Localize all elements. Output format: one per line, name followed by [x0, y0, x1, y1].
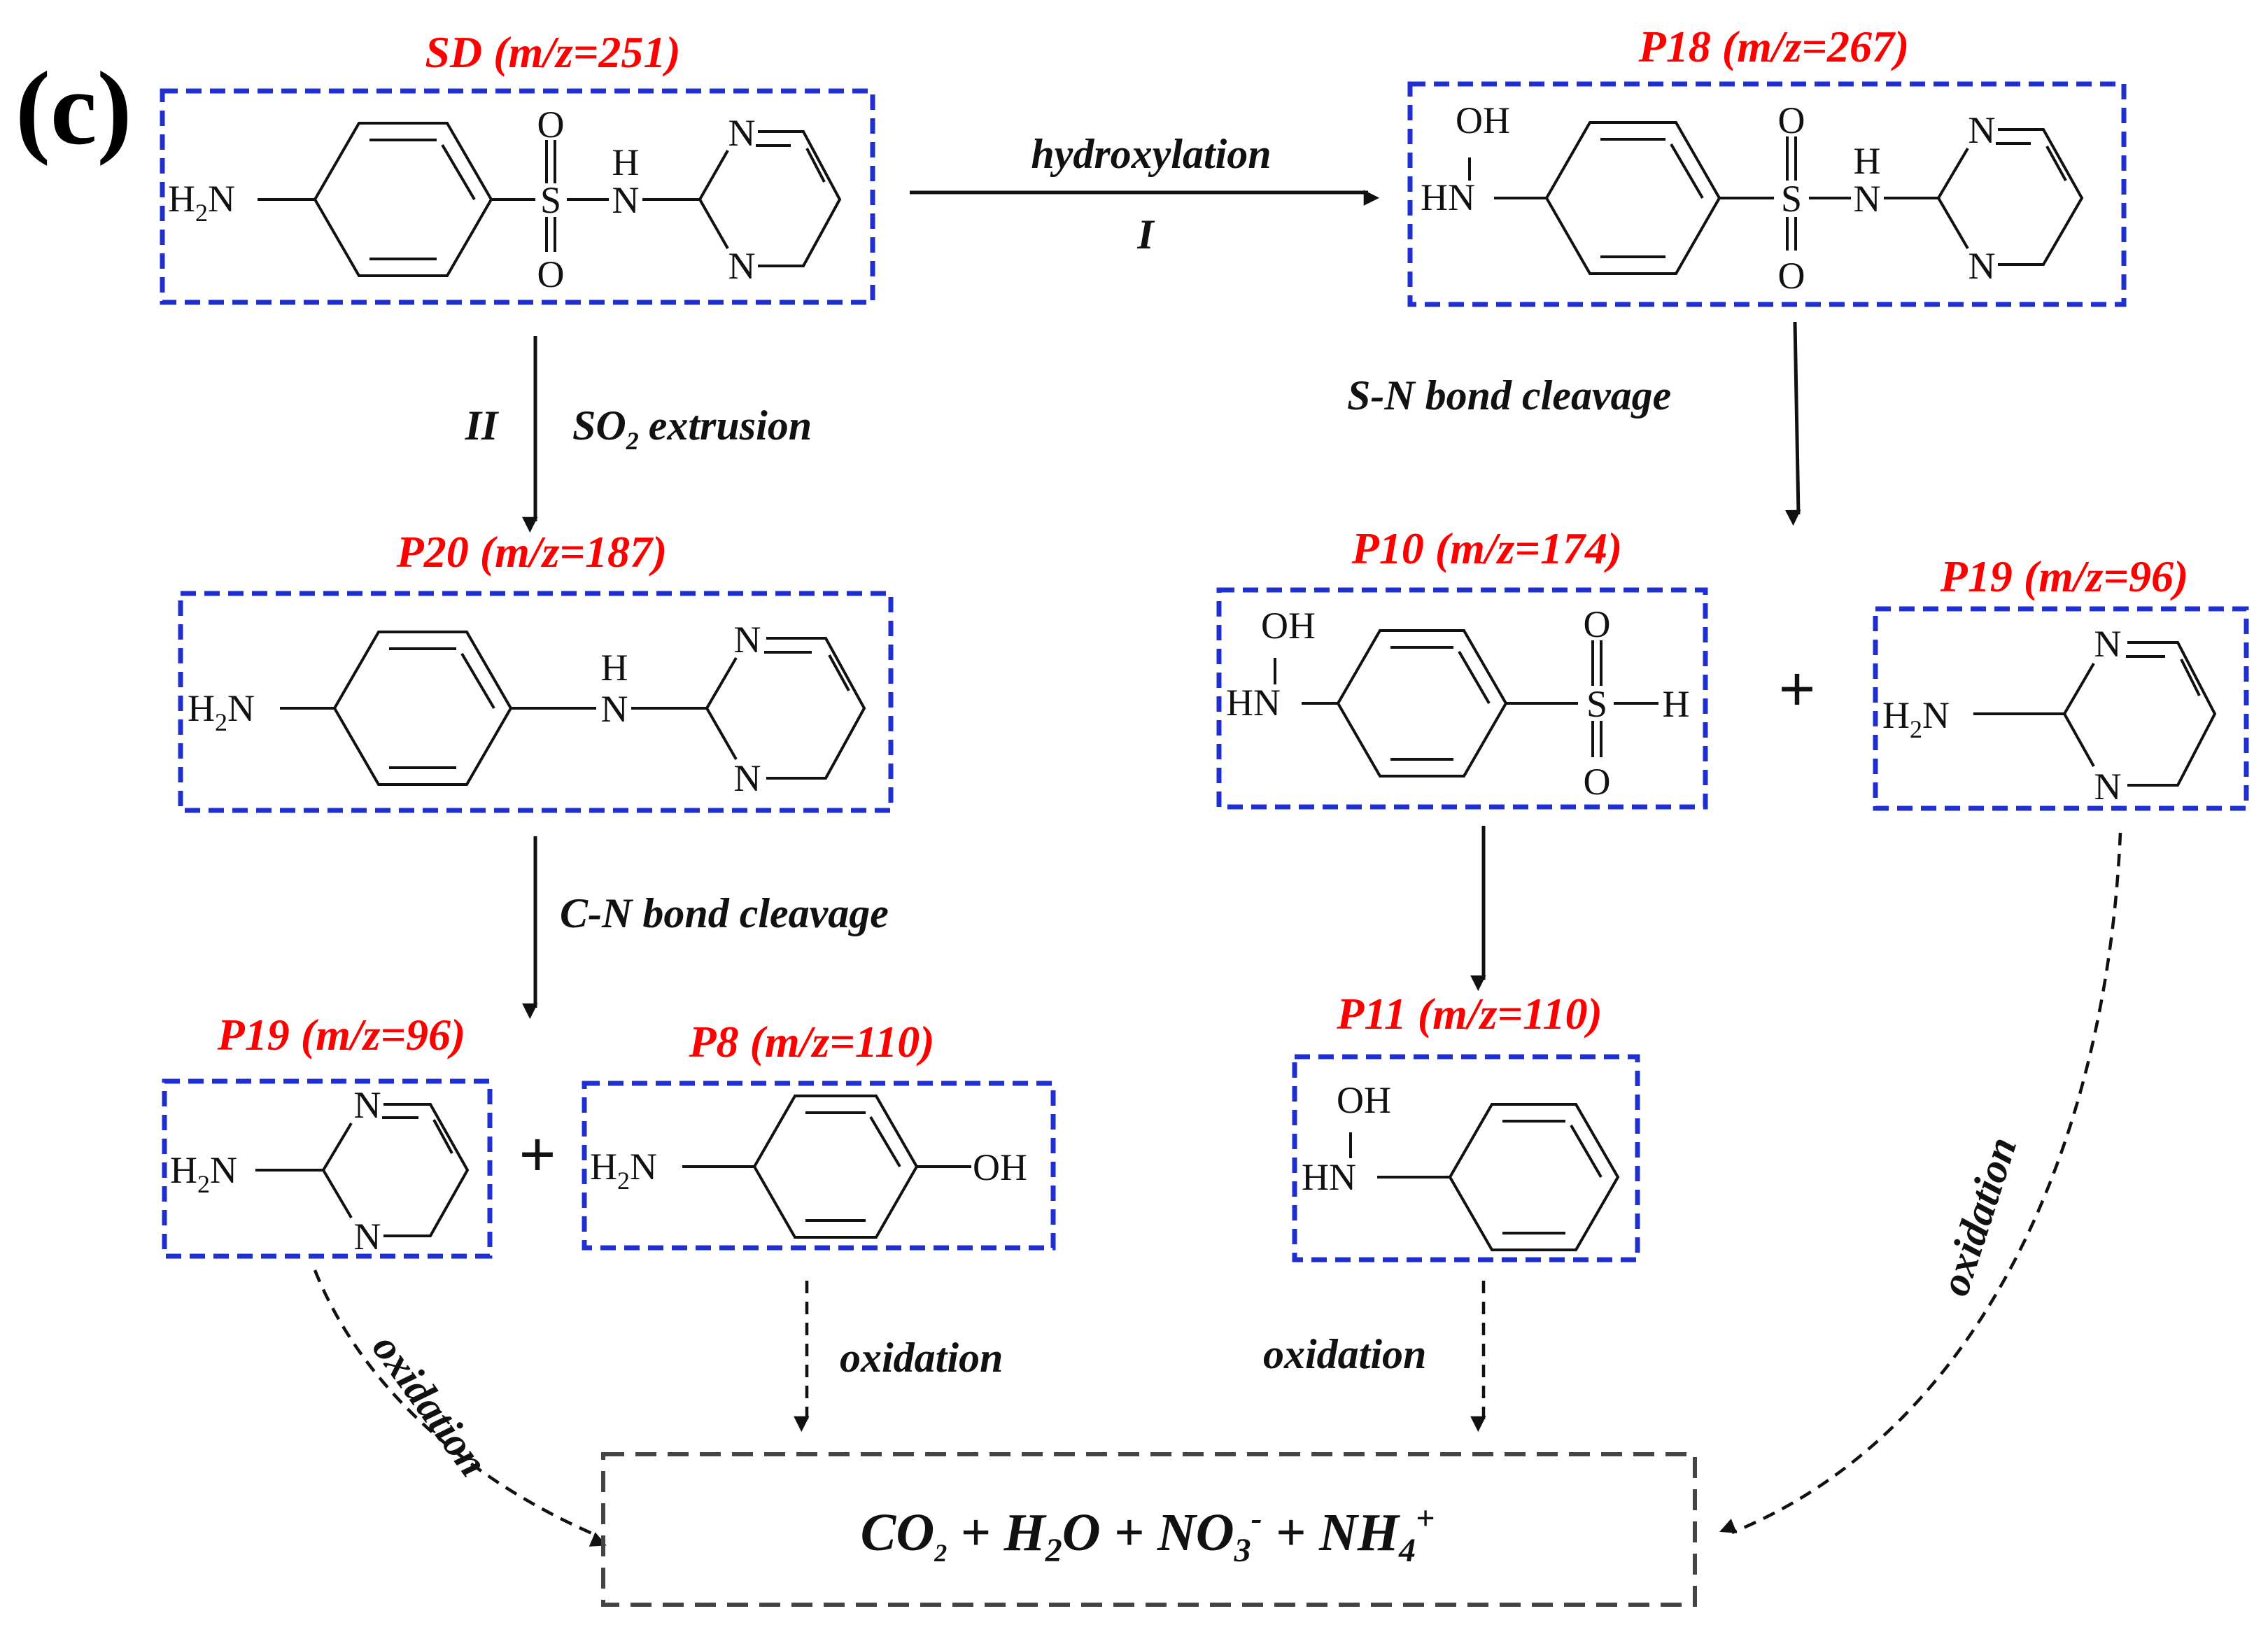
nitrogen-atom: N	[1968, 109, 1996, 151]
atom-label: H2N	[1882, 694, 1950, 743]
oxygen-atom: O	[537, 253, 565, 295]
compound-p20: P20 (m/z=187) H2N N H N N	[178, 527, 894, 813]
compound-box-p19-left	[162, 1078, 493, 1259]
step-label-sn-cleavage: S-N bond cleavage	[1347, 372, 1671, 418]
compound-p11: P11 (m/z=110) HN OH	[1292, 989, 1640, 1262]
compound-label-p8: P8 (m/z=110)	[688, 1017, 934, 1067]
nitrogen-atom: N	[601, 688, 628, 730]
compound-label-p10: P10 (m/z=174)	[1351, 523, 1623, 573]
benzene-ring	[752, 1095, 919, 1239]
pyrimidine-ring	[698, 130, 842, 267]
atom-label: H2N	[590, 1146, 657, 1195]
oxygen-atom: O	[1778, 99, 1805, 141]
sulfur-atom: S	[1586, 683, 1607, 725]
compound-label-p11: P11 (m/z=110)	[1336, 989, 1603, 1039]
step-label-cn-cleavage: C-N bond cleavage	[560, 890, 889, 936]
compound-p18: P18 (m/z=267) HN OH S O O N H N N	[1407, 22, 2127, 307]
oxygen-atom: O	[1778, 255, 1805, 297]
plus-sign: +	[1779, 654, 1816, 724]
compound-box-p20	[178, 591, 894, 813]
step-label-oxidation: oxidation	[1931, 1132, 2026, 1301]
compound-box-p10	[1216, 587, 1708, 810]
atom-label: OH	[1261, 605, 1316, 647]
atom-label: H2N	[170, 1149, 237, 1198]
benzene-ring	[1544, 121, 1721, 275]
route-label-i: I	[1136, 211, 1155, 258]
compound-label-sd: SD (m/z=251)	[425, 27, 680, 77]
atom-label: H2N	[188, 687, 255, 736]
oxygen-atom: O	[1584, 761, 1611, 803]
compound-p19-right: P19 (m/z=96) H2N N N	[1873, 551, 2249, 811]
atom-label: OH	[1337, 1079, 1391, 1121]
nitrogen-atom: N	[728, 112, 756, 154]
arrow-oxidation-p19-right	[1719, 832, 2122, 1535]
pyrimidine-ring	[322, 1103, 470, 1237]
nitrogen-atom: N	[2094, 766, 2122, 808]
compound-box-p18	[1407, 81, 2127, 307]
benzene-ring	[1448, 1103, 1620, 1251]
benzene-ring	[313, 122, 493, 277]
compound-box-p8	[582, 1081, 1056, 1251]
benzene-ring	[332, 631, 513, 786]
pyrimidine-ring	[1937, 128, 2084, 266]
nitrogen-atom: N	[734, 619, 761, 661]
compound-sd: SD (m/z=251) H2N S O O N H N N	[160, 27, 875, 305]
nitrogen-atom: N	[354, 1216, 381, 1258]
atom-label: HN	[1226, 682, 1281, 724]
oxygen-atom: O	[537, 104, 565, 146]
oxygen-atom: O	[1584, 603, 1611, 645]
hydrogen-atom: H	[1854, 140, 1881, 182]
atom-label: OH	[973, 1146, 1027, 1188]
nitrogen-atom: N	[1968, 245, 1996, 287]
pyrimidine-ring	[705, 637, 866, 780]
atom-label: H2N	[168, 178, 235, 227]
nitrogen-atom: N	[734, 757, 761, 799]
compound-label-p19-right: P19 (m/z=96)	[1940, 551, 2189, 601]
atom-label: OH	[1456, 99, 1510, 141]
nitrogen-atom: N	[728, 245, 756, 287]
step-label-oxidation: oxidation	[840, 1335, 1003, 1381]
compound-p10: P10 (m/z=174) HN OH S O O H	[1216, 523, 1708, 810]
pyrimidine-ring	[2063, 641, 2217, 787]
compound-box-sd	[160, 88, 875, 305]
compound-label-p18: P18 (m/z=267)	[1638, 22, 1910, 71]
final-products: CO2 + H2O + NO3- + NH4+	[601, 1452, 1697, 1607]
atom-label: HN	[1421, 176, 1475, 218]
compound-label-p20: P20 (m/z=187)	[396, 527, 668, 577]
compound-p8: P8 (m/z=110) H2N OH	[582, 1017, 1056, 1251]
compound-label-p19-left: P19 (m/z=96)	[217, 1010, 466, 1060]
final-products-box	[601, 1452, 1697, 1607]
nitrogen-atom: N	[1854, 178, 1881, 220]
compound-box-p11	[1292, 1054, 1640, 1262]
arrow-sn-cleavage	[1784, 321, 1801, 526]
sulfur-atom: S	[1781, 178, 1802, 220]
step-label-oxidation: oxidation	[1263, 1331, 1426, 1377]
nitrogen-atom: N	[354, 1084, 381, 1126]
step-label-oxidation: oxidation	[363, 1325, 497, 1485]
hydrogen-atom: H	[601, 647, 628, 689]
final-products-equation: CO2 + H2O + NO3- + NH4+	[861, 1500, 1435, 1569]
panel-label: (c)	[15, 50, 132, 167]
arrow-oxidation-p19-left	[313, 1269, 607, 1547]
route-label-ii: II	[465, 402, 500, 449]
hydrogen-atom: H	[1663, 683, 1690, 725]
nitrogen-atom: N	[2094, 623, 2122, 665]
plus-sign: +	[519, 1120, 556, 1190]
atom-label: HN	[1302, 1156, 1356, 1198]
nitrogen-atom: N	[612, 179, 640, 221]
compound-p19-left: P19 (m/z=96) H2N N N	[162, 1010, 493, 1259]
step-label-hydroxylation: hydroxylation	[1031, 131, 1271, 177]
benzene-ring	[1336, 629, 1508, 778]
hydrogen-atom: H	[612, 141, 640, 183]
sulfur-atom: S	[540, 179, 561, 221]
